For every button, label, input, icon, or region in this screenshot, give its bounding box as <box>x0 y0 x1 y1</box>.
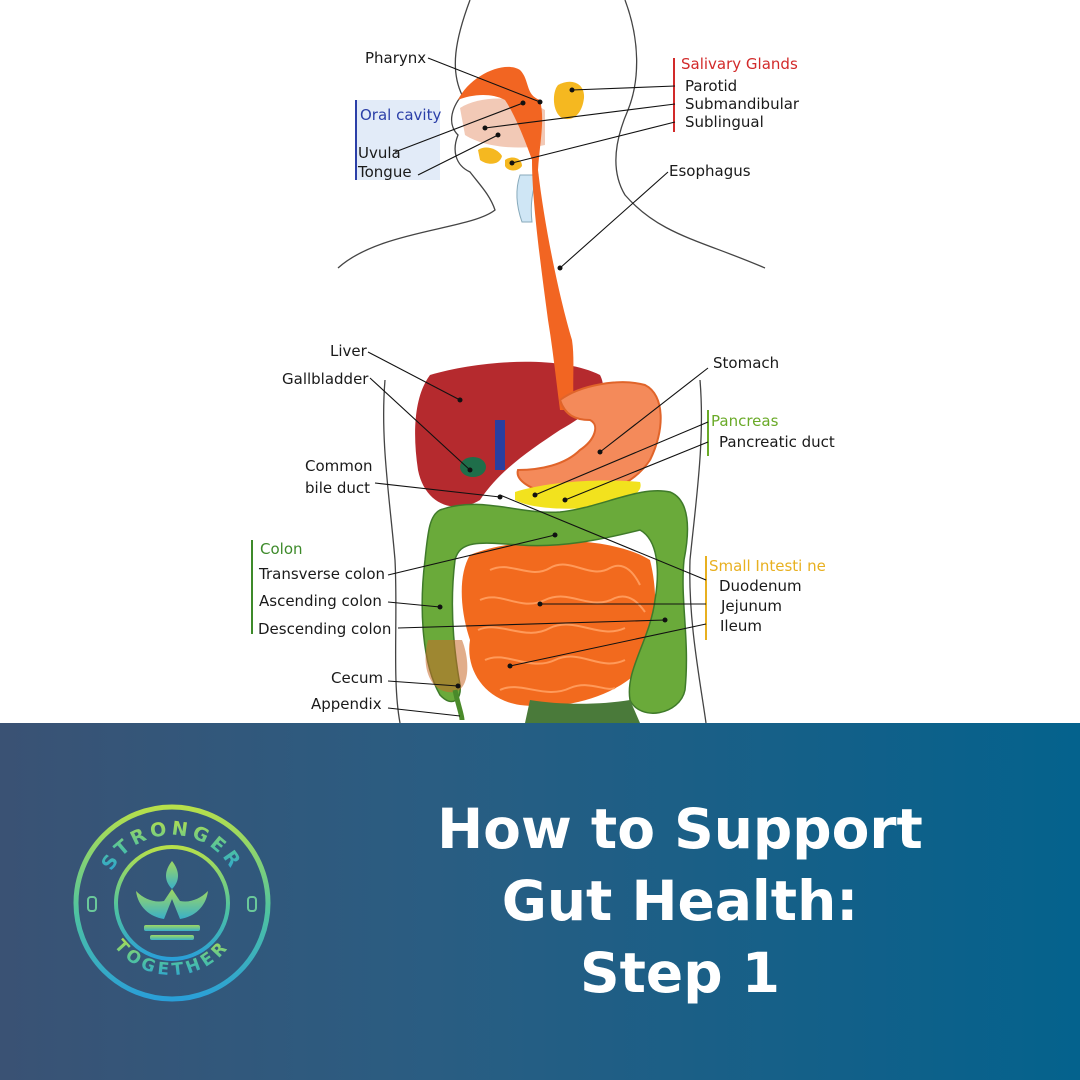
label-pancreas: Pancreas <box>711 412 779 430</box>
label-salivary-glands: Salivary Glands <box>681 55 798 73</box>
label-liver: Liver <box>330 342 368 360</box>
label-common: Common <box>305 457 373 475</box>
logo-inner-ring <box>114 845 230 961</box>
title-banner: STRONGER TOGETHER How to Support Gut Hea… <box>0 723 1080 1080</box>
page-title: How to Support Gut Health: Step 1 <box>380 793 980 1009</box>
label-ascending-colon: Ascending colon <box>259 592 382 610</box>
crown-icon <box>136 861 208 940</box>
label-esophagus: Esophagus <box>669 162 751 180</box>
intestine-coils <box>477 563 646 693</box>
label-jejunum: Jejunum <box>720 597 782 615</box>
label-descending-colon: Descending colon <box>258 620 391 638</box>
digestive-system-diagram: Pharynx Oral cavity Uvula Tongue Salivar… <box>251 0 835 723</box>
label-oral-cavity: Oral cavity <box>360 106 441 124</box>
label-cecum: Cecum <box>331 669 383 687</box>
label-ileum: Ileum <box>720 617 762 635</box>
logo-outer-ring <box>73 804 271 1002</box>
gallbladder-shape <box>460 457 486 477</box>
label-bile-duct: bile duct <box>305 479 370 497</box>
title-line-3: Step 1 <box>580 941 780 1005</box>
logo-side-mark-left <box>87 896 97 912</box>
rectum-shape <box>525 700 640 723</box>
esophagus-shape <box>458 66 574 411</box>
parotid-shape <box>553 81 585 120</box>
title-line-2: Gut Health: <box>501 869 859 933</box>
label-small-intestine: Small Intesti ne <box>709 557 826 575</box>
label-parotid: Parotid <box>685 77 737 95</box>
label-pharynx: Pharynx <box>365 49 426 67</box>
appendix-shape <box>452 689 465 721</box>
label-uvula: Uvula <box>358 144 401 162</box>
leader-dots <box>437 87 668 689</box>
leader-lines <box>367 57 709 717</box>
label-submandibular: Submandibular <box>685 95 800 113</box>
label-colon: Colon <box>260 540 303 558</box>
label-pancreatic-duct: Pancreatic duct <box>719 433 835 451</box>
label-duodenum: Duodenum <box>719 577 802 595</box>
label-gallbladder: Gallbladder <box>282 370 369 388</box>
anatomy-illustration: Pharynx Oral cavity Uvula Tongue Salivar… <box>251 0 835 723</box>
body-outline <box>337 0 766 723</box>
title-line-1: How to Support <box>437 797 923 861</box>
stronger-together-logo: STRONGER TOGETHER <box>73 804 271 1002</box>
cecum-shape <box>425 640 468 693</box>
label-transverse-colon: Transverse colon <box>258 565 385 583</box>
submandibular-shape <box>478 147 502 164</box>
label-tongue: Tongue <box>357 163 412 181</box>
logo-side-mark-right <box>247 896 257 912</box>
label-appendix: Appendix <box>311 695 382 713</box>
bile-duct-shape <box>495 420 505 470</box>
label-sublingual: Sublingual <box>685 113 764 131</box>
label-stomach: Stomach <box>713 354 779 372</box>
